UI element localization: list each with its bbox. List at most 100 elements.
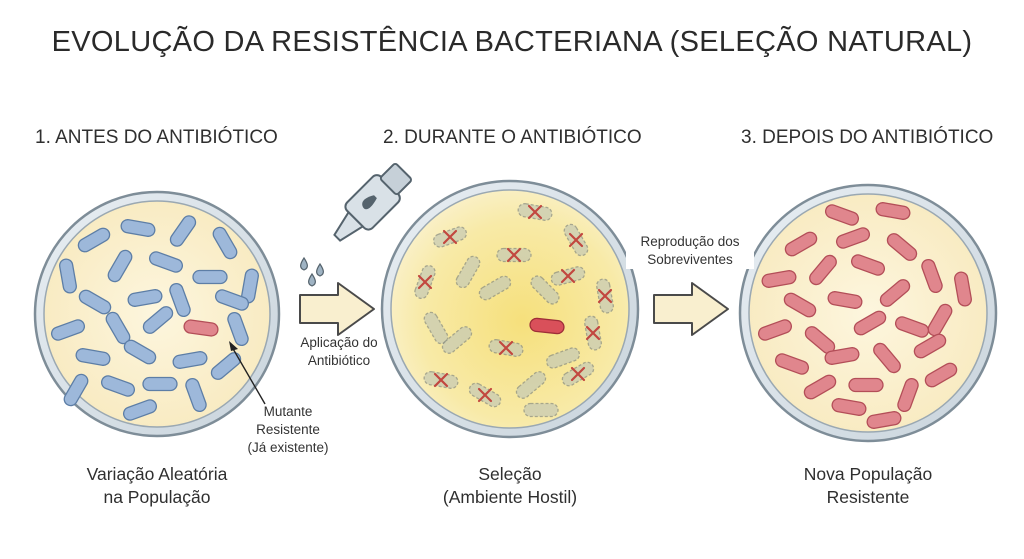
bacteria-population-after <box>757 202 972 429</box>
stage-3-caption: Nova População Resistente <box>748 463 988 509</box>
susceptible-bacterium <box>122 399 158 421</box>
reproduction-label-line-1: Reprodução dos <box>640 234 740 249</box>
susceptible-bacterium <box>169 282 191 318</box>
resistant-bacterium <box>873 342 901 374</box>
resistant-bacterium <box>761 270 797 288</box>
resistant-bacterium <box>824 204 860 226</box>
mutant-label: Mutante Resistente (Já existente) <box>228 403 348 457</box>
stage-1-heading: 1. ANTES DO ANTIBIÓTICO <box>35 127 278 148</box>
petri-dish-during <box>380 179 640 439</box>
application-label: Aplicação do Antibiótico <box>283 334 395 370</box>
mutant-label-line-2: Resistente <box>256 422 320 437</box>
bacteria-population-before <box>50 215 259 421</box>
reproduction-label-line-2: Sobreviventes <box>647 252 733 267</box>
resistant-bacterium <box>853 310 887 336</box>
resistant-bacterium <box>835 227 871 249</box>
mutant-label-line-1: Mutante <box>263 404 313 419</box>
susceptible-bacterium <box>169 215 197 247</box>
mutant-pointer-arrow <box>229 341 266 405</box>
page-title: EVOLUÇÃO DA RESISTÊNCIA BACTERIANA (SELE… <box>51 26 973 58</box>
resistant-bacterium <box>927 303 953 337</box>
susceptible-bacterium <box>107 249 133 283</box>
dead-marker-icon <box>442 229 458 245</box>
susceptible-bacterium <box>120 219 156 237</box>
antibiotic-drops-icon <box>300 256 324 287</box>
resistant-bacterium <box>875 202 911 220</box>
susceptible-bacterium <box>142 306 174 334</box>
susceptible-bacterium <box>123 339 157 365</box>
dead-bacterium <box>515 371 547 399</box>
stage-2-caption: Seleção (Ambiente Hostil) <box>390 463 630 509</box>
dead-marker-icon <box>527 204 543 220</box>
dead-bacterium <box>530 275 560 305</box>
susceptible-bacterium <box>185 377 207 413</box>
dead-marker-icon <box>597 288 613 304</box>
susceptible-bacterium <box>63 373 89 407</box>
application-label-line-2: Antibiótico <box>307 353 371 368</box>
susceptible-bacterium <box>142 376 178 392</box>
dead-marker-icon <box>506 247 522 263</box>
antibiotic-dropper-icon <box>333 163 412 242</box>
resistant-bacterium <box>784 231 818 257</box>
susceptible-bacterium <box>77 227 111 253</box>
resistant-bacterium <box>783 292 817 318</box>
resistant-bacterium <box>886 233 918 261</box>
resistant-bacterium <box>954 271 972 307</box>
dead-bacterium <box>545 347 581 369</box>
dead-bacterium <box>455 255 481 289</box>
resistant-bacterium <box>879 279 911 307</box>
dead-marker-icon <box>498 340 514 356</box>
susceptible-bacterium <box>214 289 250 311</box>
reproduction-label: Reprodução dos Sobreviventes <box>626 233 754 269</box>
dead-bacterium <box>478 275 512 301</box>
dead-marker-icon <box>585 325 601 341</box>
dead-marker-icon <box>417 274 433 290</box>
dead-bacterium <box>441 326 473 354</box>
dead-bacterium <box>523 402 559 418</box>
stage-3-heading: 3. DEPOIS DO ANTIBIÓTICO <box>741 127 994 148</box>
resistant-bacterium <box>757 319 793 341</box>
dead-marker-icon <box>570 366 586 382</box>
susceptible-bacterium <box>100 375 136 397</box>
resistant-bacterium <box>913 333 947 359</box>
resistant-bacterium <box>894 316 930 338</box>
mutant-label-line-3: (Já existente) <box>247 440 329 455</box>
resistant-bacterium <box>809 254 837 286</box>
resistant-mutant-bacterium <box>183 319 219 337</box>
dead-marker-icon <box>568 232 584 248</box>
resistant-bacterium <box>866 411 902 429</box>
susceptible-bacterium <box>50 319 86 341</box>
bacteria-population-during <box>414 203 614 418</box>
resistant-bacterium <box>897 377 919 413</box>
susceptible-bacterium <box>210 352 242 380</box>
dead-marker-icon <box>560 268 576 284</box>
resistant-bacterium <box>850 254 886 276</box>
stage-2-caption-line-2: (Ambiente Hostil) <box>442 487 578 507</box>
susceptible-bacterium <box>75 348 111 366</box>
stage-2-heading: 2. DURANTE O ANTIBIÓTICO <box>383 127 642 148</box>
resistant-bacterium <box>774 353 810 375</box>
stage-2-caption-line-1: Seleção <box>478 464 542 484</box>
stage-1-caption-line-2: na População <box>103 487 211 507</box>
resistant-bacterium <box>921 258 943 294</box>
susceptible-bacterium <box>78 289 112 315</box>
resistant-bacterium <box>924 362 958 388</box>
resistant-bacterium <box>848 377 884 393</box>
resistant-bacterium <box>827 291 863 309</box>
stage-1-caption: Variação Aleatória na População <box>37 463 277 509</box>
susceptible-bacterium <box>127 289 163 307</box>
dead-marker-icon <box>477 387 493 403</box>
petri-dish-after <box>738 183 998 443</box>
stage-3-caption-line-2: Resistente <box>826 487 910 507</box>
susceptible-bacterium <box>172 351 208 369</box>
surviving-resistant-bacterium <box>529 317 565 335</box>
application-label-line-1: Aplicação do <box>300 335 378 350</box>
stage-3-caption-line-1: Nova População <box>803 464 933 484</box>
stage-1-caption-line-1: Variação Aleatória <box>86 464 228 484</box>
resistant-bacterium <box>803 374 837 400</box>
susceptible-bacterium <box>192 269 228 285</box>
arrow-right-icon <box>653 282 729 336</box>
petri-dish-before <box>33 190 281 438</box>
